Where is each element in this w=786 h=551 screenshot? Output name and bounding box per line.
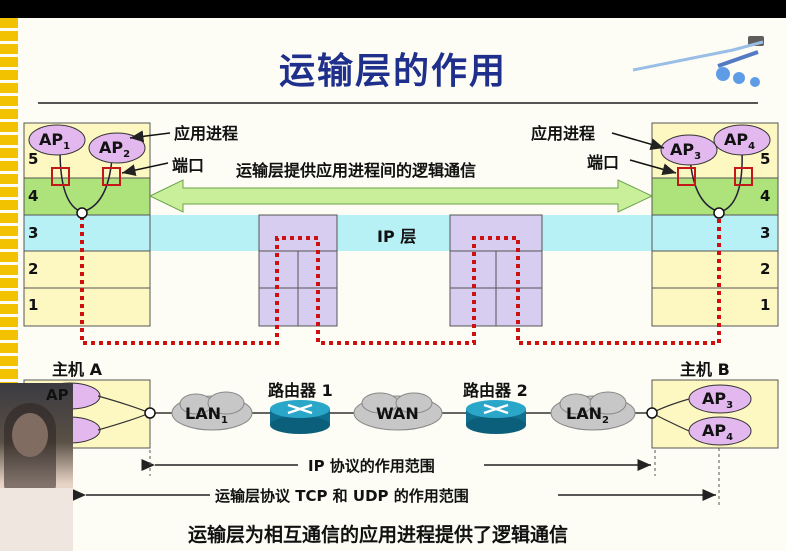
host-a-port xyxy=(144,407,156,419)
slide-caption: 运输层为相互通信的应用进程提供了逻辑通信 xyxy=(188,524,569,546)
left-layer-3: 3 xyxy=(28,224,39,242)
presenter-webcam: AP xyxy=(0,383,73,551)
ap1-label: AP1 xyxy=(39,130,71,153)
router1-icon xyxy=(270,400,330,434)
right-protocol-stack xyxy=(651,122,779,327)
port-square-2 xyxy=(102,167,121,186)
port-label-left: 端口 xyxy=(172,156,205,175)
callout-port-right xyxy=(629,159,677,176)
left-protocol-stack xyxy=(23,122,151,327)
callout-app-right xyxy=(611,132,665,151)
right-socket-circle xyxy=(713,207,725,219)
router2-label: 路由器 2 xyxy=(463,381,528,400)
logical-comm-label: 运输层提供应用进程间的逻辑通信 xyxy=(236,161,477,180)
host-b-ap4-label: AP4 xyxy=(702,421,734,444)
lan1-cloud xyxy=(171,391,253,431)
host-b-label: 主机 B xyxy=(680,360,730,379)
host-a-label: 主机 A xyxy=(52,360,102,379)
ip-layer-label: IP 层 xyxy=(377,227,417,246)
ap1-bubble xyxy=(28,124,86,156)
left-layer-4: 4 xyxy=(28,187,39,205)
right-layer-4: 4 xyxy=(760,187,771,205)
slide-title: 运输层的作用 xyxy=(278,51,507,92)
app-process-label-right: 应用进程 xyxy=(531,124,596,143)
ap2-label: AP2 xyxy=(99,138,131,161)
host-b-port xyxy=(646,407,658,419)
presenter-hair xyxy=(4,403,56,493)
port-square-3 xyxy=(677,167,696,186)
wan-label: WAN xyxy=(376,404,419,423)
port-label-right: 端口 xyxy=(587,153,620,172)
callout-port-left xyxy=(121,162,169,176)
left-layer-5: 5 xyxy=(28,150,39,168)
left-socket-circle xyxy=(76,207,88,219)
title-divider xyxy=(38,102,758,104)
host-b-ap3-label: AP3 xyxy=(702,389,734,412)
left-layer-1: 1 xyxy=(28,296,39,314)
wan-cloud xyxy=(353,392,443,431)
lan2-cloud xyxy=(550,391,636,431)
router1-label: 路由器 1 xyxy=(268,381,333,400)
logical-comm-arrow xyxy=(148,179,654,213)
callout-app-left xyxy=(129,130,171,143)
right-layer-3: 3 xyxy=(760,224,771,242)
right-layer-5: 5 xyxy=(760,150,771,168)
right-layer-2: 2 xyxy=(760,260,771,278)
app-process-label-left: 应用进程 xyxy=(174,124,239,143)
ap4-bubble xyxy=(713,124,771,156)
router1-stack xyxy=(258,214,338,327)
ap4-label: AP4 xyxy=(724,130,756,153)
logo-watermark xyxy=(632,36,764,87)
ip-scope-label: IP 协议的作用范围 xyxy=(308,457,435,475)
left-layer-2: 2 xyxy=(28,260,39,278)
presenter-shirt xyxy=(0,488,73,551)
port-square-4 xyxy=(734,167,753,186)
lan1-label: LAN1 xyxy=(185,404,228,427)
lan2-label: LAN2 xyxy=(566,404,609,427)
ip-layer-band xyxy=(150,215,652,251)
tcp-udp-scope-label: 运输层协议 TCP 和 UDP 的作用范围 xyxy=(215,487,469,505)
data-path-dotted xyxy=(80,216,721,345)
right-layer-1: 1 xyxy=(760,296,771,314)
ap3-label: AP3 xyxy=(670,140,702,163)
router2-icon xyxy=(466,400,526,434)
port-square-1 xyxy=(51,167,70,186)
host-a-ap-top-label: AP xyxy=(46,386,69,404)
router2-stack xyxy=(449,214,543,327)
